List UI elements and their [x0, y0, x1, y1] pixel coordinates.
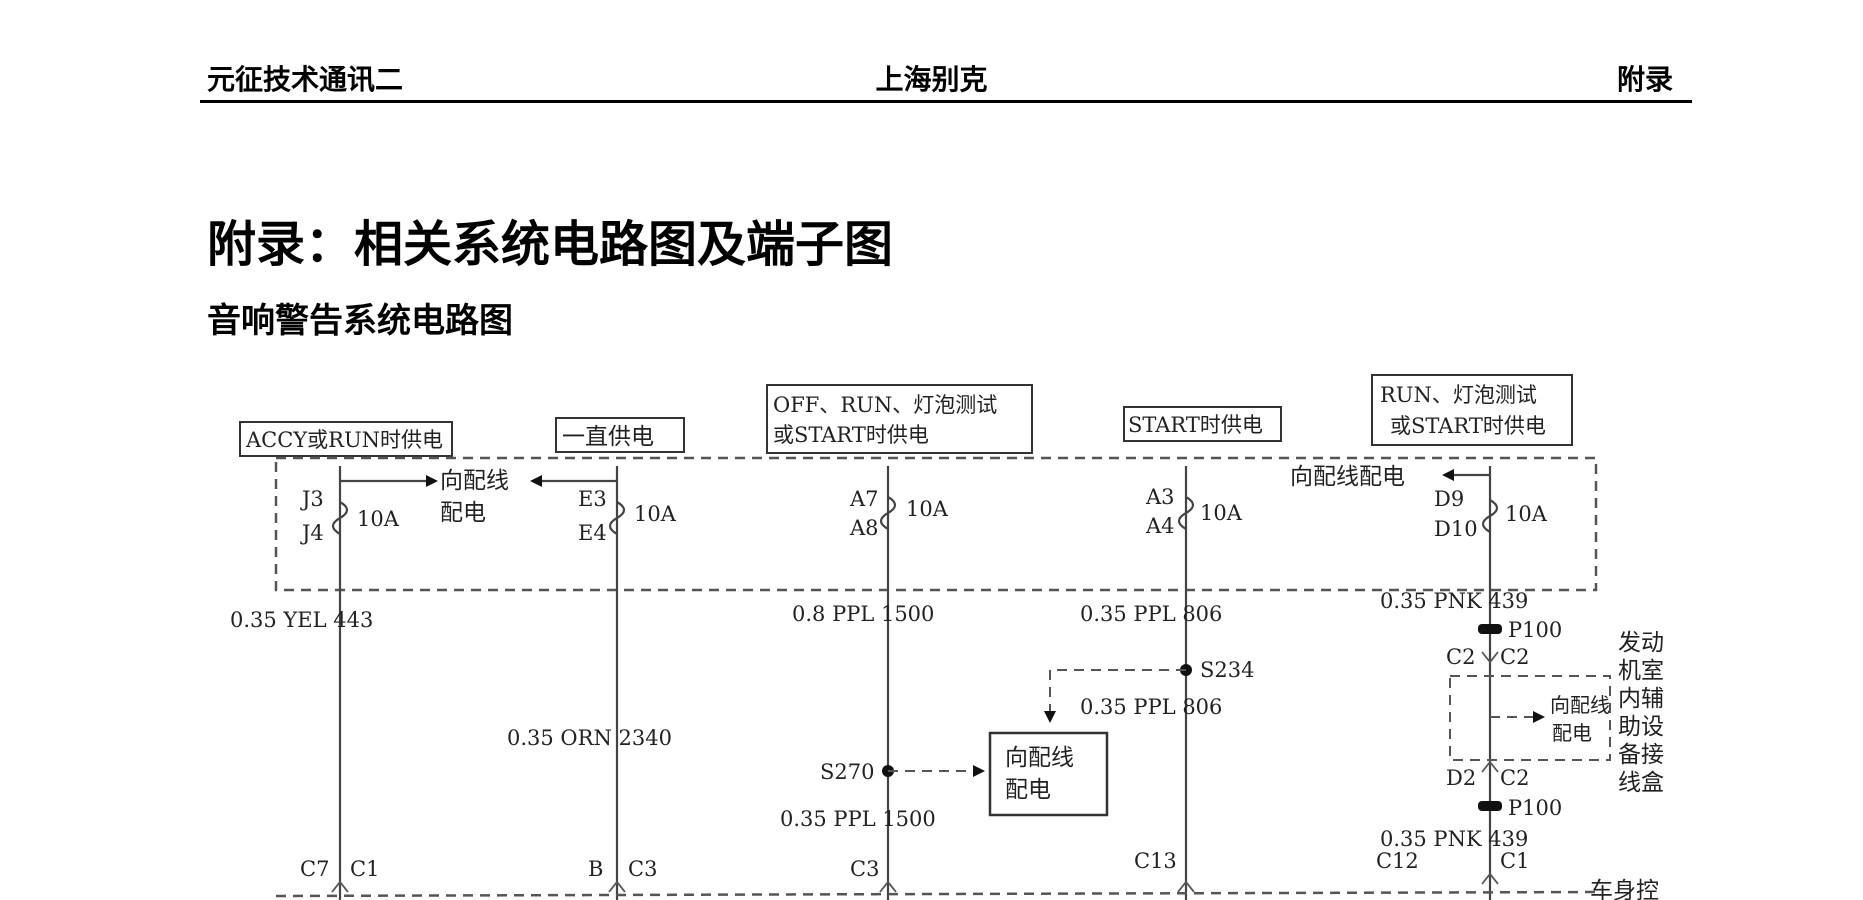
- page-title: 附录：相关系统电路图及端子图: [207, 216, 894, 273]
- power-box-start: [1123, 406, 1282, 442]
- power-label-off-run-1: OFF、RUN、灯泡测试: [773, 393, 997, 417]
- engine-box-label-line: 备接: [1618, 742, 1664, 768]
- dist-label-4a: 向配线: [1550, 693, 1610, 717]
- connector-d2: D2: [1446, 766, 1476, 790]
- fuse-j3-j4: J3 J4 10A: [300, 487, 400, 545]
- power-box-always: [555, 417, 685, 453]
- wire-label-orn-2340: 0.35 ORN 2340: [507, 726, 672, 750]
- dist-label-1b: 配电: [440, 500, 486, 526]
- power-label-start: START时供电: [1128, 413, 1263, 437]
- wire-label-pnk-439-b: 0.35 PNK 439: [1380, 827, 1528, 851]
- fuse-bottom-label: A8: [849, 516, 879, 540]
- wire-label-ppl-806-b: 0.35 PPL 806: [1080, 695, 1222, 719]
- engine-box-label-line: 线盒: [1618, 770, 1664, 796]
- dist-label-3b: 配电: [1005, 777, 1051, 803]
- connector-c2-right-top: C2: [1500, 645, 1529, 669]
- connector-c2-bottom: C2: [1500, 766, 1529, 790]
- engine-box-label: 发动 机室 内辅 助设 备接 线盒: [1618, 630, 1664, 796]
- fuse-bottom-label: A4: [1145, 514, 1175, 538]
- fuse-rating: 10A: [906, 497, 949, 521]
- fuse-top-label: A3: [1145, 485, 1175, 509]
- fuse-bottom-label: J4: [300, 521, 324, 545]
- fuse-rating: 10A: [1200, 501, 1243, 525]
- fuse-rating: 10A: [1505, 502, 1548, 526]
- wire-label-ppl-1500-b: 0.35 PPL 1500: [780, 807, 936, 831]
- power-box-off-run: [766, 384, 1033, 454]
- engine-box-label-line: 机室: [1618, 658, 1664, 684]
- connector-c1-left: C1: [350, 857, 379, 881]
- body-control-label: 车身控: [1590, 878, 1659, 900]
- connector-c3-b: C3: [850, 857, 879, 881]
- power-label-run-bulb-1: RUN、灯泡测试: [1380, 383, 1537, 407]
- connector-b: B: [588, 857, 603, 881]
- engine-aux-box-outline: [1449, 675, 1611, 761]
- fuse-top-label: A7: [849, 487, 879, 511]
- power-box-accy: [239, 421, 453, 457]
- power-label-always: 一直供电: [562, 424, 654, 450]
- fuse-block-outline: [274, 456, 1598, 592]
- header-rule: [200, 100, 1692, 103]
- wire-label-ppl-1500-a: 0.8 PPL 1500: [792, 602, 934, 626]
- connector-c3-a: C3: [628, 857, 657, 881]
- fuse-e3-e4: E3 E4 10A: [578, 487, 677, 545]
- connector-p100-top: P100: [1508, 618, 1562, 642]
- splice-s234: S234: [1200, 658, 1254, 682]
- dist-box-s270: [988, 731, 1109, 817]
- connector-p100-bottom: P100: [1508, 796, 1562, 820]
- wire-label-ppl-806-a: 0.35 PPL 806: [1080, 602, 1222, 626]
- fuse-a7-a8: A7 A8 10A: [849, 487, 949, 540]
- power-label-off-run-2: 或START时供电: [773, 423, 929, 447]
- connector-c7: C7: [300, 857, 329, 881]
- fuse-rating: 10A: [634, 502, 677, 526]
- connector-c1-right: C1: [1500, 849, 1529, 873]
- engine-box-label-line: 助设: [1618, 714, 1664, 740]
- fuse-d9-d10: D9 D10 10A: [1434, 487, 1548, 541]
- fuse-top-label: J3: [300, 487, 324, 511]
- engine-box-label-line: 发动: [1618, 630, 1664, 656]
- fuse-top-label: D9: [1434, 487, 1464, 511]
- dist-label-4b: 配电: [1552, 721, 1592, 745]
- power-box-run-bulb: [1371, 374, 1573, 446]
- fuse-rating: 10A: [357, 507, 400, 531]
- dist-label-2: 向配线配电: [1290, 464, 1405, 490]
- header-left-text: 元征技术通讯二: [207, 63, 404, 96]
- dist-label-3a: 向配线: [1005, 745, 1074, 771]
- splice-s270: S270: [820, 760, 874, 784]
- fuse-bottom-label: E4: [578, 521, 607, 545]
- wire-label-yel-443: 0.35 YEL 443: [230, 608, 373, 632]
- engine-box-label-line: 内辅: [1618, 686, 1664, 712]
- fuse-bottom-label: D10: [1434, 517, 1478, 541]
- fuse-top-label: E3: [578, 487, 607, 511]
- dist-label-1a: 向配线: [440, 468, 509, 494]
- header-right-text: 附录: [1616, 63, 1673, 96]
- connector-c12: C12: [1376, 849, 1419, 873]
- connector-c13: C13: [1134, 849, 1177, 873]
- wire-label-pnk-439-a: 0.35 PNK 439: [1380, 589, 1528, 613]
- header-center-text: 上海别克: [875, 63, 988, 96]
- power-label-accy: ACCY或RUN时供电: [245, 428, 443, 452]
- fuse-a3-a4: A3 A4 10A: [1145, 485, 1243, 538]
- connector-c2-left-top: C2: [1446, 645, 1475, 669]
- power-label-run-bulb-2: 或START时供电: [1390, 414, 1546, 438]
- page-subtitle: 音响警告系统电路图: [207, 301, 513, 341]
